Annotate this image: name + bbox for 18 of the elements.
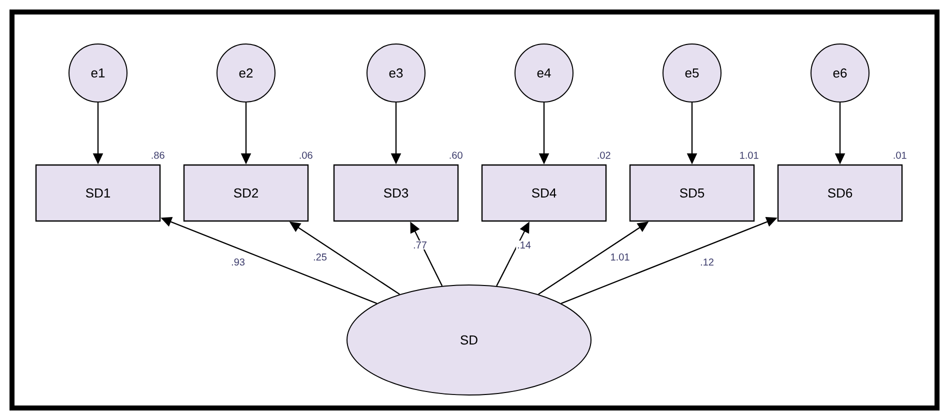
variance-label: .86 [152, 152, 164, 159]
variable-box: SD3 [333, 164, 459, 222]
edge-label: .12 [699, 258, 715, 266]
variance-label: .06 [300, 152, 312, 159]
variance-label: .60 [450, 152, 462, 159]
variable-box: SD5 [629, 164, 755, 222]
variable-box: SD2 [183, 164, 309, 222]
edge-label: 1.01 [609, 252, 631, 262]
edge-label: .14 [516, 240, 532, 250]
variance-label: 1.01 [740, 152, 758, 159]
variance-label: .02 [598, 152, 610, 159]
variable-box: SD6 [777, 164, 903, 222]
variable-box: SD4 [481, 164, 607, 222]
variance-label: .01 [894, 152, 906, 159]
variable-box: SD1 [35, 164, 161, 222]
edge-label: .25 [312, 252, 328, 262]
edge-label: .77 [412, 240, 428, 250]
edge-label: .93 [230, 257, 246, 267]
